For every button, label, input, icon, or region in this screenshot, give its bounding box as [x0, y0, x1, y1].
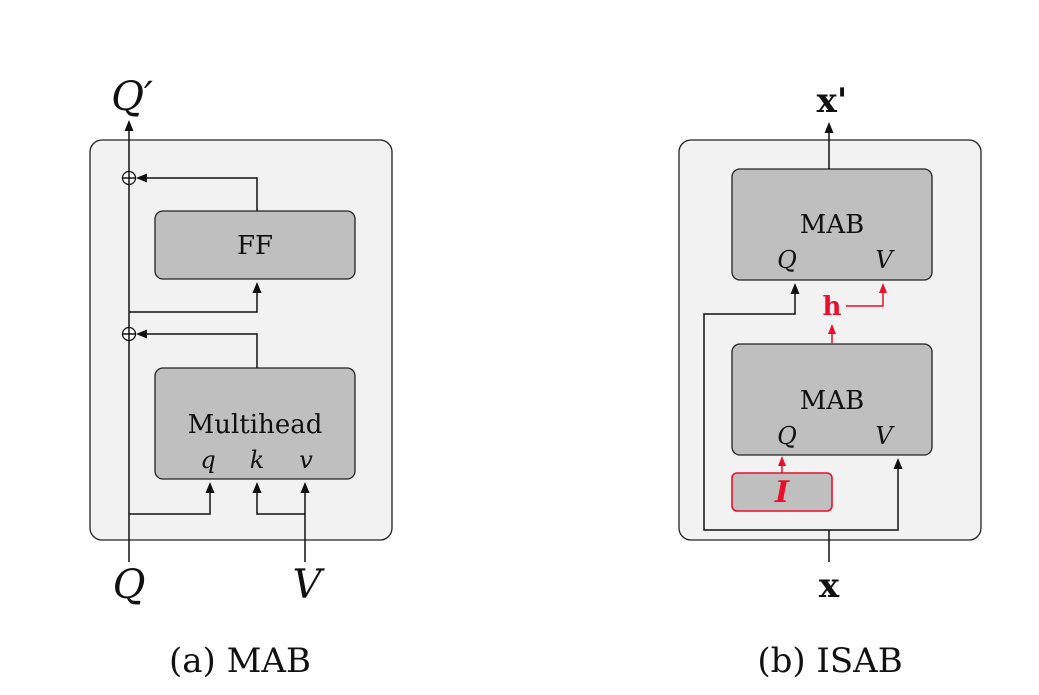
isab-output-label: x'	[817, 81, 848, 121]
isab-panel: MAB Q V MAB Q V I h x' x (b	[678, 81, 982, 681]
lower-v-arrowhead	[893, 458, 903, 469]
stream-to-ff-wire	[129, 292, 258, 313]
mab-output-arrowhead	[124, 120, 134, 131]
hidden-label: h	[823, 292, 842, 322]
upper-mab-label: MAB	[800, 210, 865, 240]
multihead-port-q: q	[200, 446, 215, 474]
port-v-arrowhead	[300, 482, 310, 493]
lower-mab-port-q: Q	[777, 422, 797, 450]
ff-input-arrowhead	[252, 282, 262, 293]
multihead-to-sum-wire	[146, 333, 258, 368]
ff-sum-arrowhead	[136, 173, 147, 183]
multihead-sum-arrowhead	[136, 329, 147, 339]
multihead-port-k: k	[250, 446, 265, 474]
mab-output-label: Q′	[111, 74, 153, 120]
isab-output-arrowhead	[824, 122, 834, 133]
port-k-arrowhead	[252, 482, 262, 493]
ff-to-sum-wire	[146, 177, 258, 211]
multihead-label: Multihead	[188, 410, 323, 440]
upper-q-arrowhead	[790, 283, 800, 294]
upper-v-arrowhead	[879, 283, 887, 293]
ff-block	[154, 210, 356, 280]
upper-mab-port-q: Q	[777, 246, 797, 274]
h-to-upper-v-wire	[846, 291, 884, 307]
lower-mab-label: MAB	[800, 386, 865, 416]
multihead-block	[154, 367, 356, 480]
lower-mab-port-v: V	[875, 422, 895, 450]
sum-node-upper	[121, 170, 137, 186]
upper-mab-port-v: V	[875, 246, 895, 274]
isab-caption: (b) ISAB	[757, 641, 902, 681]
port-q-arrowhead	[205, 482, 215, 493]
h-arrowhead	[828, 324, 836, 334]
mab-q-to-port-q-wire	[129, 492, 211, 515]
isab-input-label: x	[819, 566, 840, 606]
sum-node-lower	[121, 326, 137, 342]
multihead-port-v: v	[299, 446, 313, 474]
mab-background	[89, 139, 393, 541]
mab-caption: (a) MAB	[169, 641, 311, 681]
input-to-upper-q-wire	[703, 293, 829, 531]
input-to-lower-v-wire	[829, 468, 899, 531]
mab-panel: FF Multihead q k v	[89, 74, 393, 681]
lower-q-arrowhead	[778, 456, 786, 466]
upper-mab-block	[731, 168, 933, 281]
inducing-points-label: I	[774, 475, 790, 510]
mab-v-to-port-k-wire	[256, 492, 305, 515]
ff-label: FF	[237, 231, 273, 261]
mab-input-q-label: Q	[113, 562, 146, 608]
mab-input-v-label: V	[293, 562, 326, 608]
